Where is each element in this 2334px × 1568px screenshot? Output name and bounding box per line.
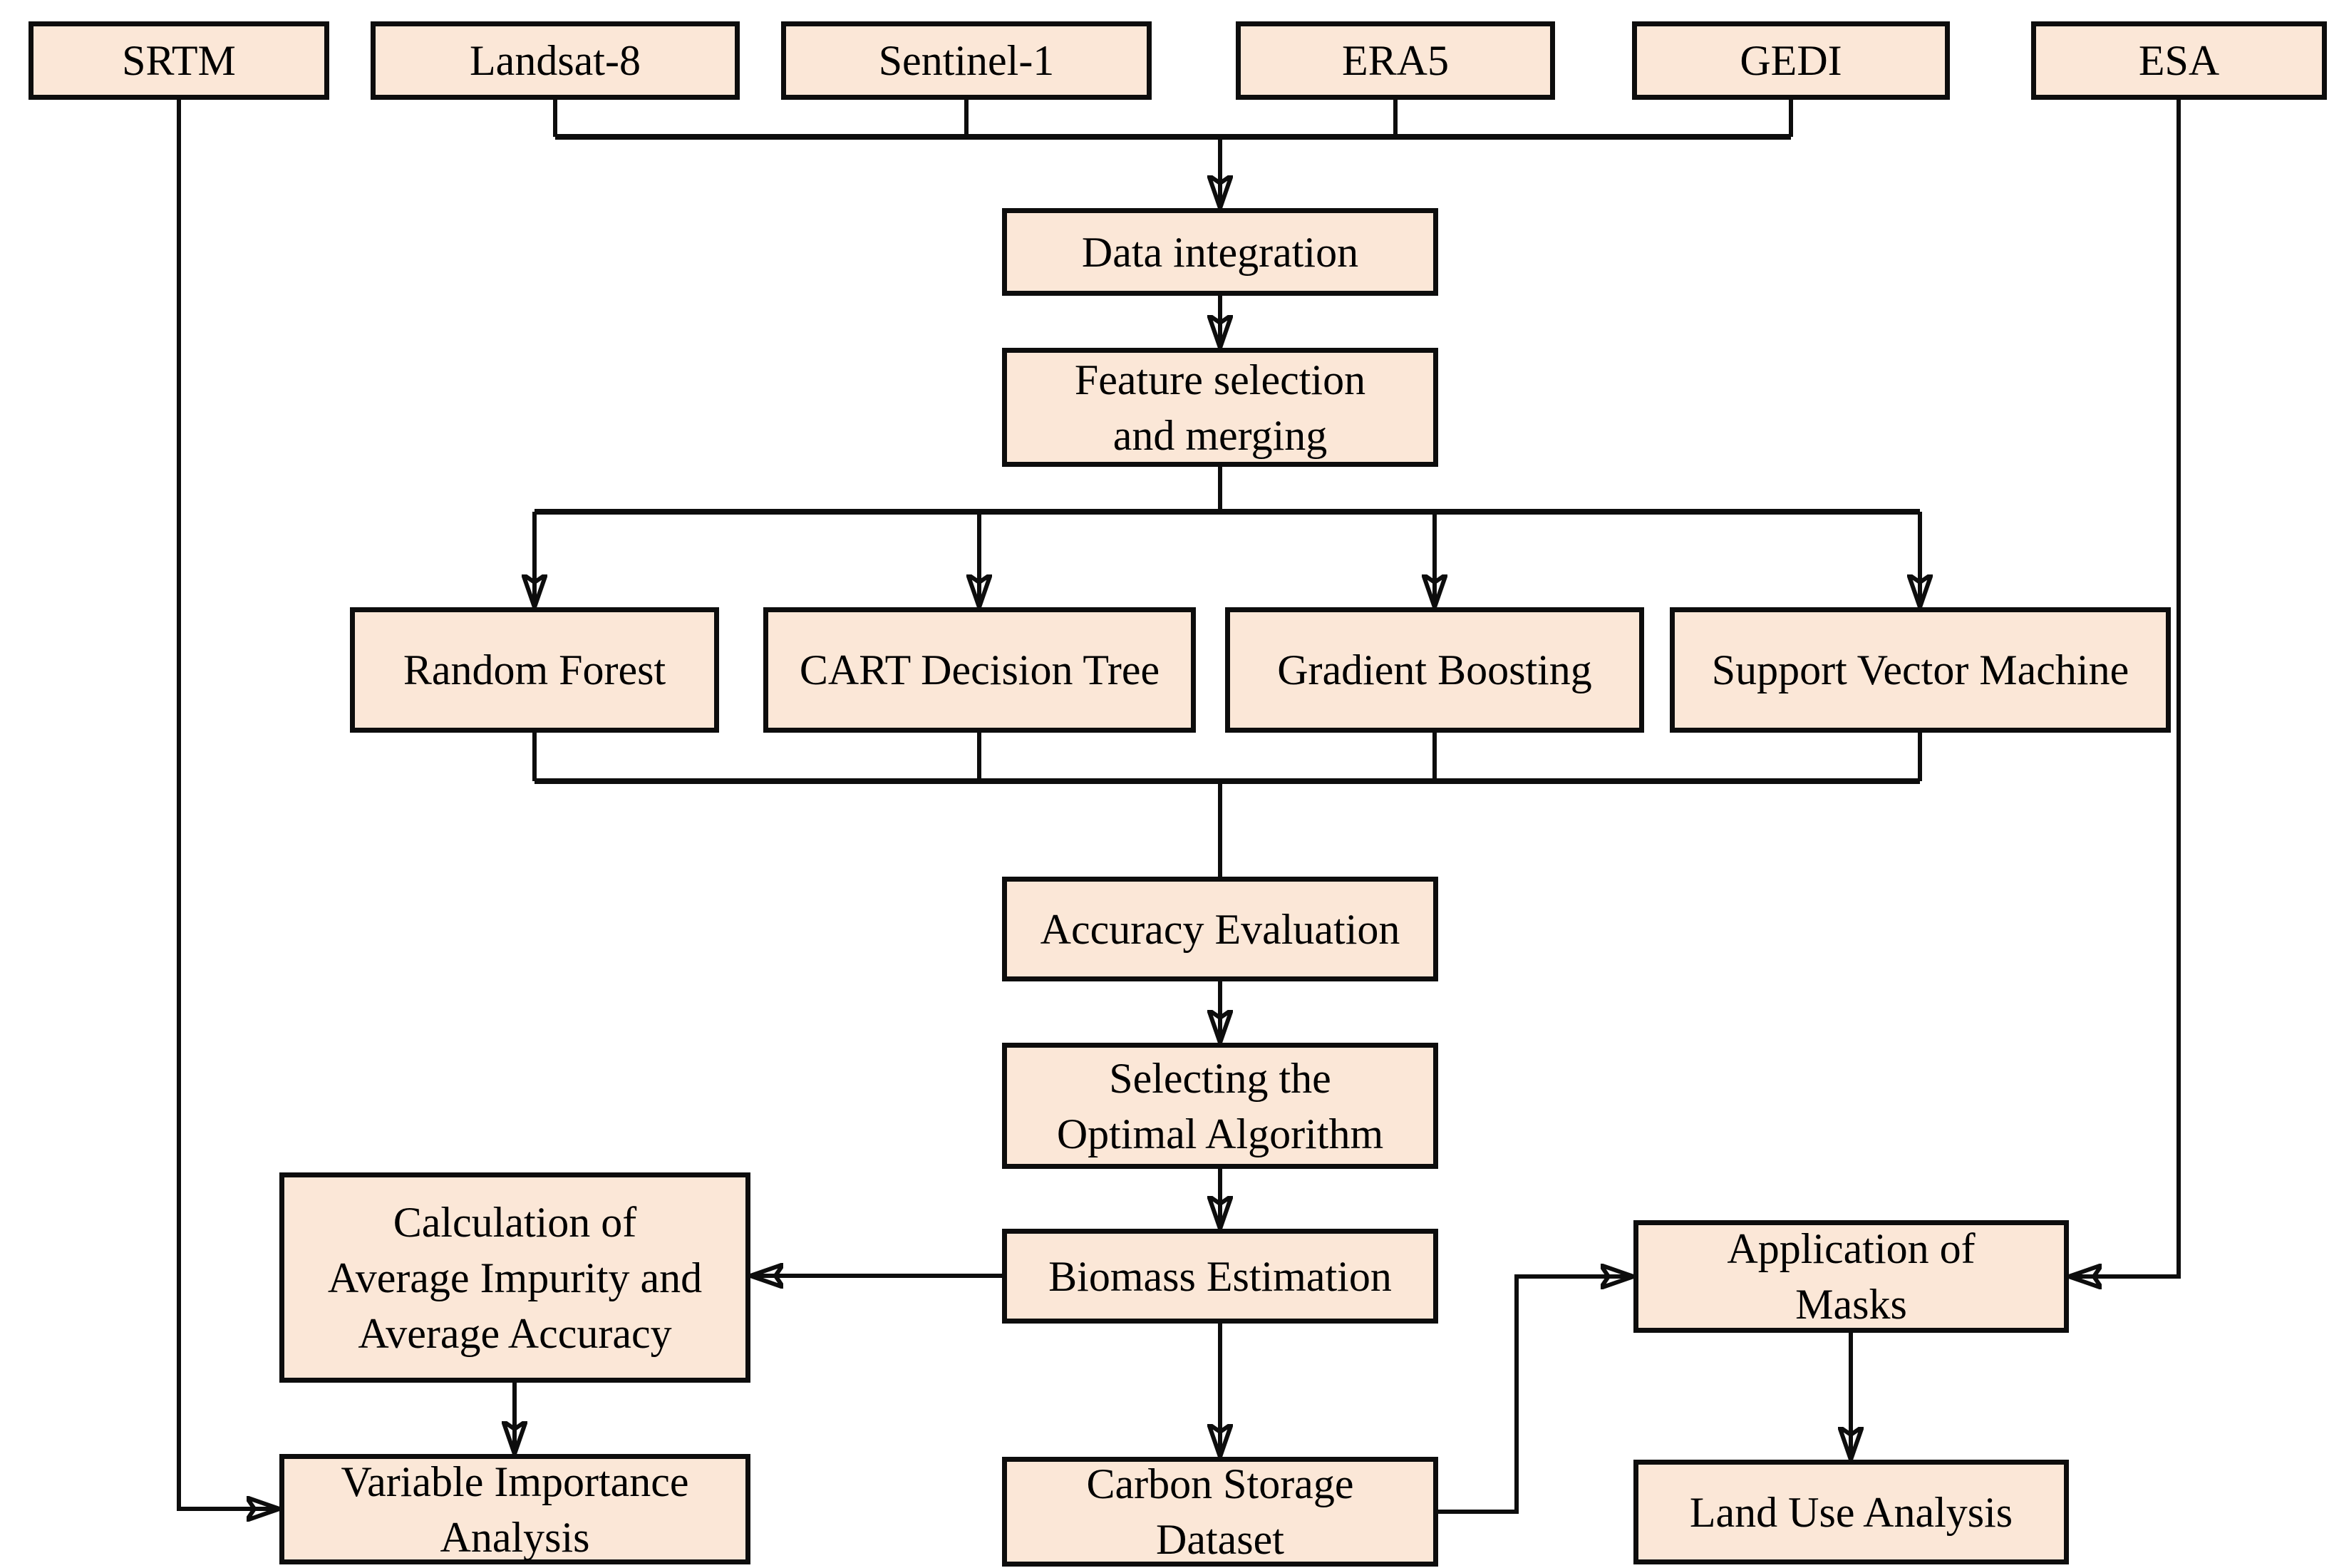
node-landsat8: Landsat-8: [371, 21, 740, 100]
edge-esa-application_masks: [2069, 100, 2181, 1276]
node-gradient-boosting: Gradient Boosting: [1225, 607, 1644, 733]
node-data-integration: Data integration: [1002, 208, 1438, 296]
node-esa: ESA: [2031, 21, 2327, 100]
node-gedi: GEDI: [1632, 21, 1950, 100]
node-random-forest: Random Forest: [350, 607, 719, 733]
node-feature-selection: Feature selection and merging: [1002, 348, 1438, 467]
node-application-of-masks: Application of Masks: [1633, 1220, 2069, 1333]
edge-srtm-variable_importance: [177, 100, 279, 1509]
node-biomass-estimation: Biomass Estimation: [1002, 1229, 1438, 1324]
node-accuracy-evaluation: Accuracy Evaluation: [1002, 877, 1438, 981]
node-land-use-analysis: Land Use Analysis: [1633, 1460, 2069, 1564]
node-srtm: SRTM: [29, 21, 329, 100]
edge-carbon_storage-application_masks: [1438, 1276, 1633, 1514]
node-variable-importance-analysis: Variable Importance Analysis: [279, 1454, 750, 1564]
node-selecting-optimal-algorithm: Selecting the Optimal Algorithm: [1002, 1043, 1438, 1169]
node-cart-decision-tree: CART Decision Tree: [763, 607, 1196, 733]
node-carbon-storage-dataset: Carbon Storage Dataset: [1002, 1457, 1438, 1567]
node-era5: ERA5: [1236, 21, 1555, 100]
node-calculation-average-impurity: Calculation of Average Impurity and Aver…: [279, 1172, 750, 1383]
node-sentinel1: Sentinel-1: [781, 21, 1152, 100]
node-support-vector-machine: Support Vector Machine: [1670, 607, 2171, 733]
